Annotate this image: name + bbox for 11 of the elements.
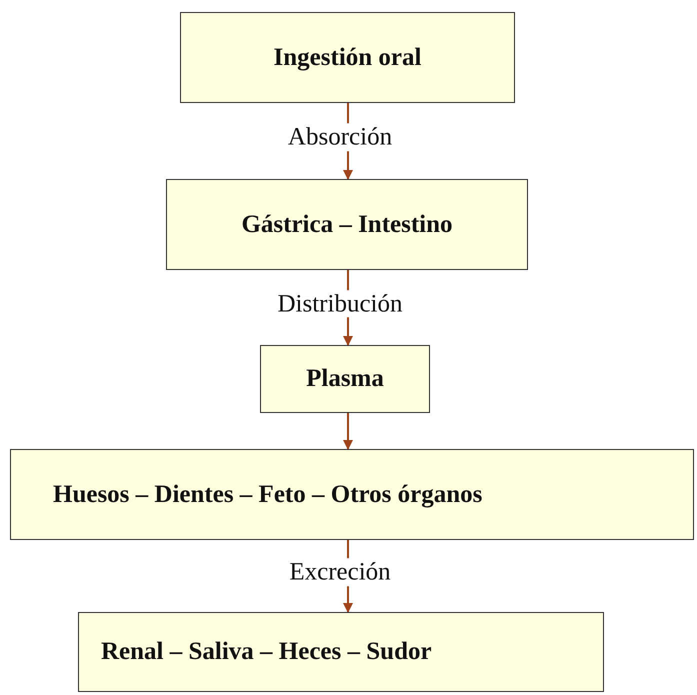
- process-box: [180, 12, 515, 103]
- box-label: Ingestión oral: [274, 44, 422, 72]
- arrow: [343, 413, 353, 450]
- box-label: Gástrica – Intestino: [241, 210, 453, 238]
- box-label: Renal – Saliva – Heces – Sudor: [101, 638, 432, 666]
- process-box: [260, 345, 430, 413]
- box-label: Plasma: [306, 365, 384, 393]
- box-label: Huesos – Dientes – Feto – Otros órganos: [53, 480, 482, 508]
- process-box: [10, 449, 694, 540]
- process-box: [78, 612, 604, 692]
- process-box: [166, 179, 528, 270]
